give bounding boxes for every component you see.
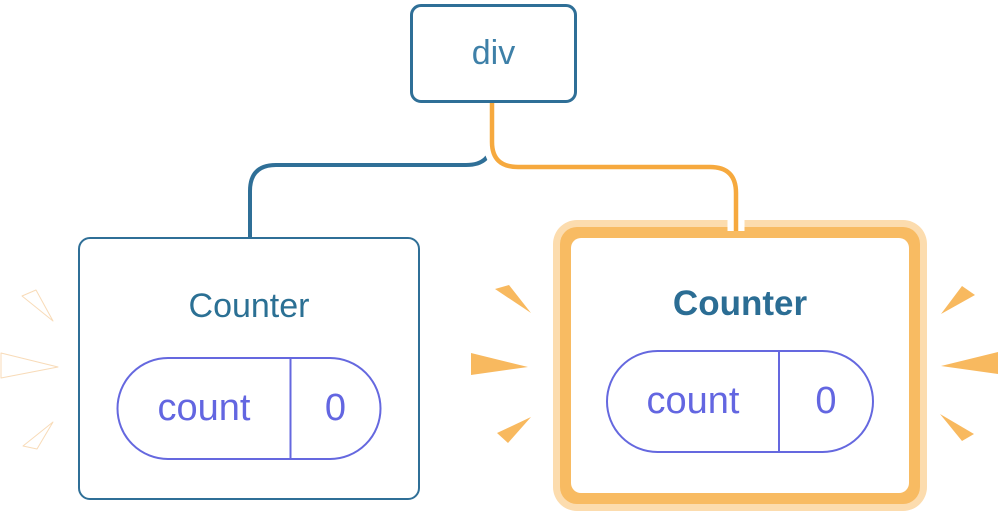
root-node-label: div <box>471 34 516 72</box>
state-key-label: count <box>608 352 780 451</box>
sparkle-burst-right-counter-right-icon <box>940 286 998 441</box>
state-key-label: count <box>119 359 292 458</box>
sparkle-icon <box>21 289 54 322</box>
counter-node-right: Counter count 0 <box>571 238 909 493</box>
sparkle-icon <box>941 286 975 314</box>
edge-root-to-left-counter <box>248 102 494 239</box>
sparkle-icon <box>495 285 531 313</box>
counter-right-title: Counter <box>672 284 808 323</box>
counter-node-left: Counter count 0 <box>78 237 420 500</box>
root-div-node: div <box>410 4 577 103</box>
sparkle-icon <box>497 417 531 443</box>
state-value: 0 <box>815 380 837 422</box>
edge-root-to-right-counter <box>489 103 739 231</box>
counter-left-state-pill: count 0 <box>116 357 382 460</box>
sparkle-burst-left-counter-icon <box>0 289 59 450</box>
counter-left-title: Counter <box>188 287 310 325</box>
sparkle-icon <box>941 352 998 374</box>
counter-right-state-pill: count 0 <box>606 350 874 453</box>
sparkle-icon <box>471 353 528 375</box>
sparkle-icon <box>940 414 974 441</box>
state-value: 0 <box>324 387 347 429</box>
sparkle-icon <box>22 421 54 450</box>
counter-node-right-inner-ring: Counter count 0 <box>560 227 920 504</box>
sparkle-icon <box>0 352 59 379</box>
counter-node-right-highlight-ring: Counter count 0 <box>553 220 927 511</box>
sparkle-burst-right-counter-left-icon <box>471 285 531 443</box>
edge-root-to-right-counter-casing <box>483 104 745 231</box>
